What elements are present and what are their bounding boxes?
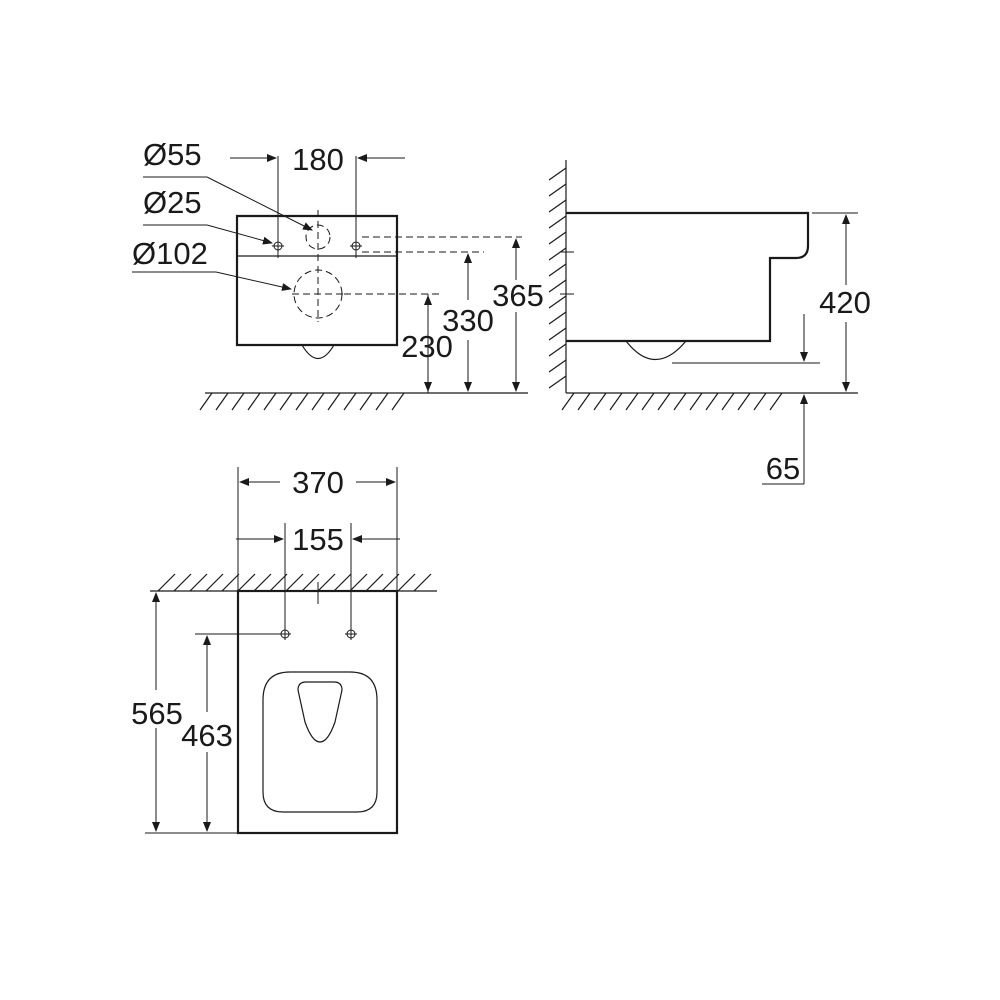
- dim-230-label: 230: [401, 329, 453, 364]
- side-floor-hatch: [561, 392, 783, 411]
- top-body-outline: [236, 589, 399, 835]
- top-view: 370 155 565 463: [131, 465, 437, 835]
- dim-180-label: 180: [292, 142, 344, 177]
- dim-dia-55-leader: [206, 176, 313, 231]
- front-body-outline: [235, 214, 399, 347]
- dim-330-label: 330: [442, 303, 494, 338]
- front-view: 180 Ø55 Ø25 Ø102 230 330 365: [132, 137, 544, 411]
- dim-dia-102-leader: [215, 271, 292, 291]
- top-seat-outline: [262, 671, 378, 813]
- front-floor-hatch: [199, 392, 405, 411]
- dim-dia-102-label: Ø102: [132, 236, 208, 271]
- dim-dia-25-leader: [206, 224, 273, 245]
- dim-dia-25-label: Ø25: [143, 185, 202, 220]
- dim-155-label: 155: [292, 522, 344, 557]
- dim-420-label: 420: [819, 285, 871, 320]
- side-view: 420 65: [548, 160, 871, 486]
- side-wall-hatch: [548, 167, 567, 389]
- dim-370-label: 370: [292, 465, 344, 500]
- side-outlet-curve: [625, 340, 687, 361]
- dim-65-label: 65: [766, 451, 800, 486]
- top-wall-hatch: [157, 573, 432, 592]
- front-outlet-curve: [301, 344, 335, 360]
- top-mount-hole-right: [345, 628, 357, 640]
- dim-365-label: 365: [492, 278, 544, 313]
- dim-463-label: 463: [181, 718, 233, 753]
- dim-565-label: 565: [131, 696, 183, 731]
- top-bowl-opening: [297, 681, 343, 743]
- side-body-outline: [566, 211, 810, 343]
- dim-dia-55-label: Ø55: [143, 137, 202, 172]
- top-mount-hole-left: [279, 628, 291, 640]
